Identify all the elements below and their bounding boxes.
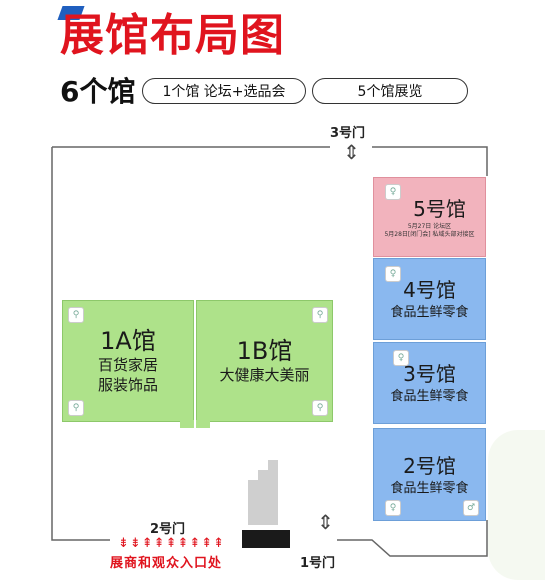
hall-1b[interactable]: 1B馆 大健康大美丽 [196,300,333,422]
gate-1-arrow-icon: ⇕ [317,510,334,534]
restroom-icon: ⚲ [312,400,328,416]
entrance-label: 展商和观众入口处 [110,556,223,571]
page-title: 展馆布局图 [60,10,285,61]
hall-1b-name: 1B馆 [236,337,293,365]
hall-1b-line-1: 大健康大美丽 [219,366,310,384]
hall-1a[interactable]: 1A馆 百货家居 服装饰品 [62,300,194,422]
hall-1a-connector [180,420,194,428]
hall-5-note-1: 5月27日 论坛区 [407,223,452,230]
hall-2-desc: 食品生鲜零食 [390,480,469,496]
hall-2-name: 2号馆 [403,453,456,478]
restroom-icon: ⚲ [312,307,328,323]
restroom-icon: ♀ [385,184,401,200]
restroom-icon: ⚲ [68,307,84,323]
pill-exhibition: 5个馆展览 [312,78,468,104]
staircase-shape [248,460,278,525]
gate-1-label: 1号门 [300,556,336,571]
pill-forum: 1个馆 论坛+选品会 [142,78,306,104]
hall-5-name: 5号馆 [413,197,466,221]
hall-count: 6个馆 [60,75,136,108]
restroom-icon: ♀ [385,266,401,282]
hall-4-desc: 食品生鲜零食 [390,305,469,320]
gate-2-label: 2号门 [150,522,186,537]
hall-3[interactable]: 3号馆 食品生鲜零食 [373,342,486,424]
entrance-block [242,530,290,548]
restroom-icon: ♂ [463,500,479,516]
hall-3-name: 3号馆 [403,362,456,386]
hall-3-desc: 食品生鲜零食 [390,389,469,404]
restroom-icon: ♀ [385,500,401,516]
entrance-arrows-icon: ⇟⇟⇞⇞⇞⇞⇞⇞⇞ [118,536,226,551]
hall-4-name: 4号馆 [403,278,456,302]
mascot-watermark [488,430,545,580]
gate-3-arrow-icon: ⇕ [343,140,360,164]
hall-5-note-2: 5月28日[闭门会] 私域头部对接区 [384,231,475,238]
hall-1a-line-1: 百货家居 [97,356,158,374]
restroom-icon: ♀ [393,350,409,366]
hall-1a-line-2: 服装饰品 [97,376,158,394]
hall-1a-name: 1A馆 [100,327,156,355]
restroom-icon: ⚲ [68,400,84,416]
gate-3-label: 3号门 [330,126,366,141]
hall-1b-connector [196,420,210,428]
